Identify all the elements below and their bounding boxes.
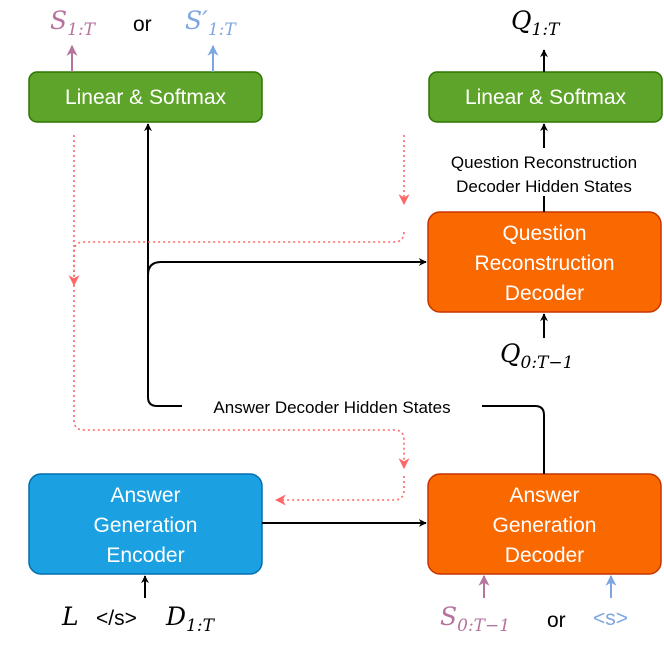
- agd-label-line-3: Decoder: [505, 544, 584, 567]
- or-bottom-label: or: [547, 609, 566, 632]
- red-dotted-path-to-encoder: [274, 476, 405, 506]
- or-top-label: or: [133, 13, 152, 36]
- q-output-math: Q1:T: [511, 6, 561, 40]
- qrd-label-line-2: Reconstruction: [474, 252, 614, 275]
- d-input-math: D1:T: [165, 602, 216, 636]
- s-prime-output-math: S′1:T: [185, 6, 237, 40]
- red-dotted-path-upper-loop: [68, 231, 405, 287]
- bos-token-label: <s>: [593, 607, 628, 630]
- linear-softmax-right-label: Linear & Softmax: [465, 86, 627, 109]
- red-dotted-path-left: [73, 135, 410, 470]
- age-label-line-1: Answer: [110, 484, 180, 507]
- q-input-math: Q0:T−1: [500, 339, 573, 373]
- linear-softmax-left-box: [28, 71, 263, 123]
- eos-token-label: </s>: [96, 607, 137, 630]
- s-input-math: S0:T−1: [440, 602, 510, 636]
- agd-label-line-2: Generation: [493, 514, 597, 537]
- linear-softmax-right-box: [428, 71, 663, 123]
- hidden-to-qrd-arrow: [147, 258, 427, 276]
- age-label-line-2: Generation: [94, 514, 198, 537]
- qr-hidden-label-line-1: Question Reconstruction: [451, 153, 637, 172]
- l-input-math: L: [61, 602, 79, 631]
- qrd-label-line-1: Question: [502, 222, 586, 245]
- answer-hidden-label: Answer Decoder Hidden States: [213, 398, 450, 417]
- qrd-label-line-3: Decoder: [505, 282, 584, 305]
- qr-hidden-label-line-2: Decoder Hidden States: [456, 177, 632, 196]
- qr-hidden-label-bg: [424, 148, 664, 196]
- answer-hidden-label-bg: [182, 396, 482, 418]
- age-label-line-3: Encoder: [106, 544, 184, 567]
- linear-softmax-left-label: Linear & Softmax: [65, 86, 227, 109]
- s-output-math: S1:T: [50, 6, 97, 40]
- agd-label-line-1: Answer: [509, 484, 579, 507]
